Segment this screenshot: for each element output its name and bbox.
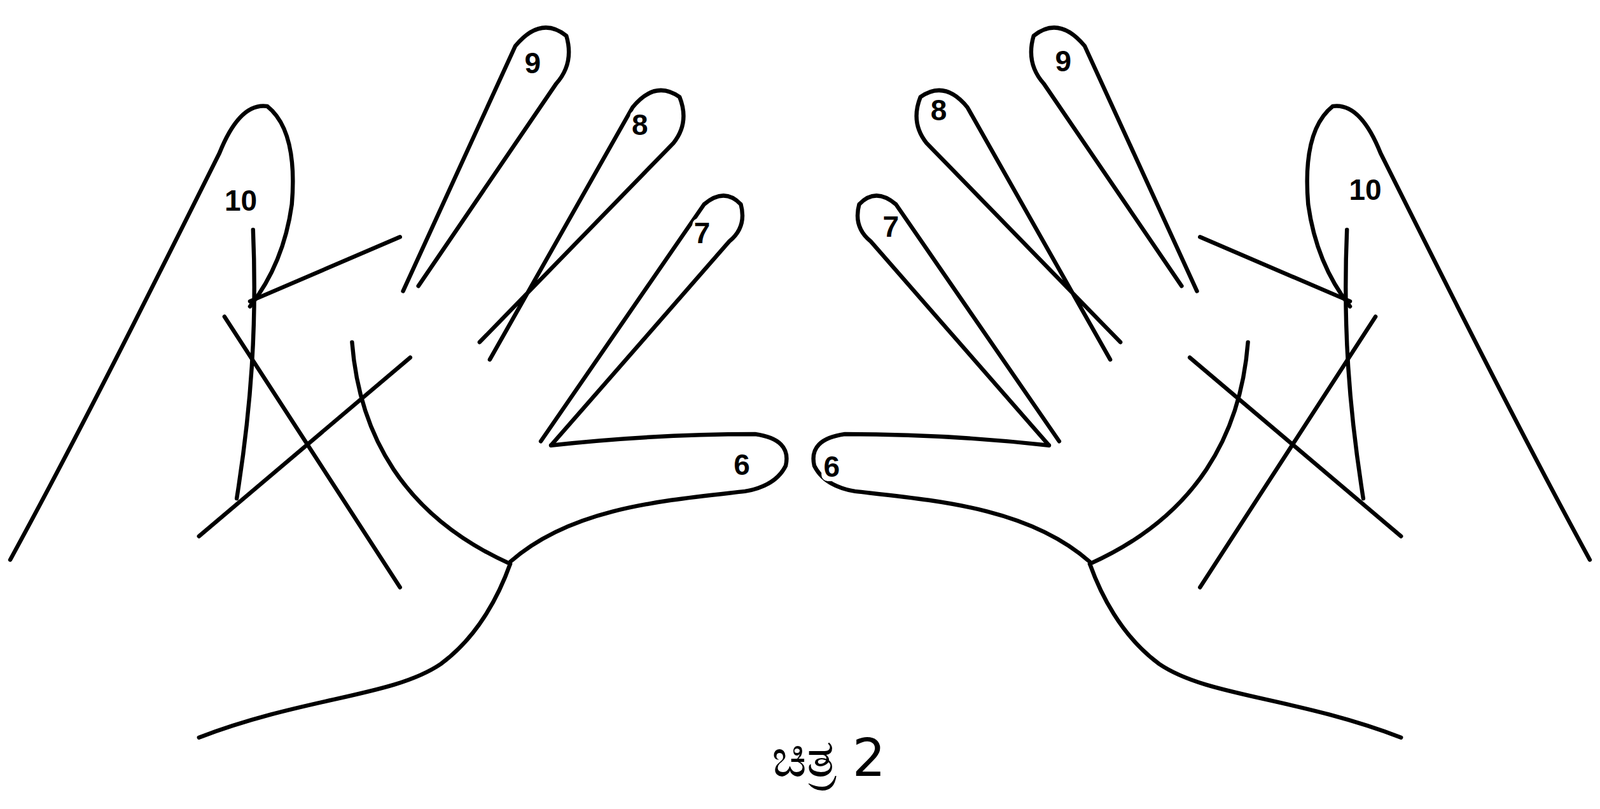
callout-number: 9 — [1053, 46, 1074, 76]
figure-caption: ಚಿತ್ರ 2 — [771, 731, 886, 784]
callout-number: 10 — [222, 185, 259, 216]
callout-number: 9 — [522, 48, 543, 78]
callout-number: 7 — [692, 218, 713, 248]
callout-number: 8 — [629, 110, 651, 140]
callout-number: 7 — [880, 211, 901, 242]
callout-number: 6 — [821, 451, 842, 481]
left-hand — [10, 27, 787, 737]
callout-number: 6 — [731, 449, 752, 480]
callout-number: 10 — [1346, 174, 1384, 205]
callout-number: 8 — [928, 95, 950, 125]
right-hand — [813, 27, 1590, 737]
